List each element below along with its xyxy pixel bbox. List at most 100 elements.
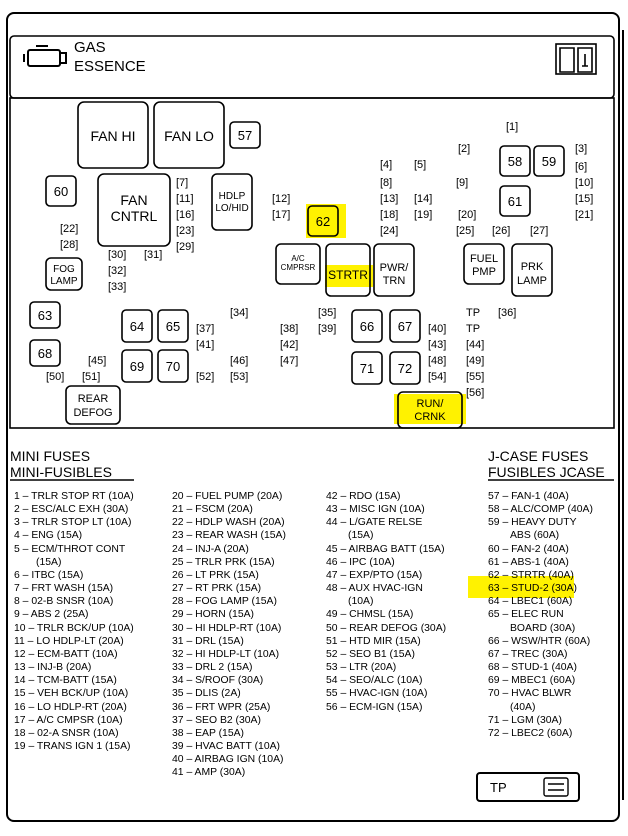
label-ac-2: CMPRSR: [281, 263, 316, 272]
jcase-61: [499, 185, 531, 217]
label-pwr-2: TRN: [383, 275, 406, 287]
label-fog-2: LAMP: [50, 276, 78, 287]
jcase-57: [229, 121, 261, 149]
legend-entry: 69 – MBEC1 (60A): [488, 675, 576, 687]
jcase-58: [499, 145, 531, 177]
highlight-62: [306, 204, 346, 238]
slot-label-12: [12]: [272, 193, 290, 205]
legend-entry: 59 – HEAVY DUTY: [488, 517, 577, 529]
legend-entry: 7 – FRT WASH (15A): [14, 583, 114, 595]
label-prk-1: PRK: [521, 261, 544, 273]
fuse-panel-frame: [6, 12, 620, 822]
legend-entry: 52 – SEO B1 (15A): [326, 648, 415, 660]
legend-entry: 53 – LTR (20A): [326, 662, 397, 674]
slot-label-5: [5]: [414, 159, 426, 171]
slot-label-53: [53]: [230, 371, 248, 383]
slot-label-48: [48]: [428, 355, 446, 367]
relay-fan-hi: [77, 101, 149, 169]
label-rear-1: REAR: [78, 393, 109, 405]
slot-label-3: [3]: [575, 143, 587, 155]
highlight-run-crnk: [394, 394, 466, 424]
slot-label-33: [33]: [108, 281, 126, 293]
legend-entry: 63 – STUD-2 (30A): [488, 583, 577, 595]
tp-box: [476, 772, 580, 802]
slot-label-32: [32]: [108, 265, 126, 277]
label-pwr-1: PWR/: [380, 262, 410, 274]
jcase-66: [351, 309, 383, 343]
legend-entry: 8 – 02-B SNSR (10A): [14, 596, 114, 608]
legend-entry: 67 – TREC (30A): [488, 648, 568, 660]
legend-entry: 35 – DLIS (2A): [172, 688, 241, 700]
slot-label-7: [7]: [176, 177, 188, 189]
jcase-59: [533, 145, 565, 177]
slot-label-47: [47]: [280, 355, 298, 367]
legend-entry: 49 – CHMSL (15A): [326, 609, 414, 621]
jcase-65: [157, 309, 189, 343]
legend-entry: 42 – RDO (15A): [326, 491, 401, 502]
highlight-legend-62: [468, 576, 574, 598]
label-fan-cntrl-2: CNTRL: [111, 208, 158, 224]
jcase-70: [157, 349, 189, 383]
legend-entry: 72 – LBEC2 (60A): [488, 727, 573, 739]
slot-label-21: [21]: [575, 209, 593, 221]
label-fuel-1: FUEL: [470, 253, 498, 265]
label-fan-hi: FAN HI: [90, 128, 135, 144]
legend-entry: (15A): [348, 530, 374, 542]
legend-column-1: 1 – TRLR STOP RT (10A)2 – ESC/ALC EXH (3…: [14, 490, 134, 753]
slot-label-34: [34]: [230, 307, 248, 319]
legend-entry: 41 – AMP (30A): [172, 767, 246, 779]
legend-entry: 6 – ITBC (15A): [14, 569, 84, 581]
label-fan-lo: FAN LO: [164, 128, 214, 144]
legend-entry: 21 – FSCM (20A): [172, 504, 253, 516]
legend-entry: 39 – HVAC BATT (10A): [172, 740, 280, 752]
relay-run-crnk: [397, 391, 463, 429]
label-fog-1: FOG: [53, 264, 75, 275]
legend-entry: 36 – FRT WPR (25A): [172, 701, 271, 713]
slot-label-9: [9]: [456, 177, 468, 189]
legend-entry: 11 – LO HDLP-LT (20A): [14, 635, 124, 647]
relay-fan-cntrl: [97, 173, 171, 247]
legend-entry: 9 – ABS 2 (25A): [14, 609, 89, 621]
slot-label-14: [14]: [414, 193, 432, 205]
slot-label-45: [45]: [88, 355, 106, 367]
legend-entry: 62 – STRTR (40A): [488, 569, 574, 581]
jcase-60: [45, 175, 77, 207]
relay-strtr: [325, 243, 371, 297]
legend-entry: 45 – AIRBAG BATT (15A): [326, 543, 445, 555]
num-69: 69: [130, 359, 144, 374]
legend-entry: ABS (60A): [510, 530, 560, 542]
jcase-68: [29, 339, 61, 367]
fuse-block-outline: [9, 97, 615, 429]
legend-column-2: 20 – FUEL PUMP (20A)21 – FSCM (20A)22 – …: [172, 490, 286, 779]
legend-entry: 31 – DRL (15A): [172, 635, 244, 647]
legend-entry: 43 – MISC IGN (10A): [326, 504, 425, 516]
num-60: 60: [54, 184, 68, 199]
label-fuel-2: PMP: [472, 266, 496, 278]
relay-fog-lamp: [45, 257, 83, 291]
slot-label-31: [31]: [144, 249, 162, 261]
legend-entry: 22 – HDLP WASH (20A): [172, 517, 285, 529]
tp-label: TP: [490, 780, 507, 795]
num-59: 59: [542, 154, 556, 169]
legend-entry: (10A): [348, 596, 374, 608]
slot-label-49: [49]: [466, 355, 484, 367]
legend-entry: 13 – INJ-B (20A): [14, 662, 92, 674]
legend-entry: 60 – FAN-2 (40A): [488, 543, 569, 555]
legend-entry: 3 – TRLR STOP LT (10A): [14, 517, 132, 529]
label-fan-cntrl-1: FAN: [120, 192, 147, 208]
legend-entry: 46 – IPC (10A): [326, 556, 395, 568]
slot-label-2: [2]: [458, 143, 470, 155]
relay-fuel-pmp: [463, 243, 505, 285]
slot-label-20: [20]: [458, 209, 476, 221]
relay-rear-defog: [65, 385, 121, 425]
jcase-72: [389, 351, 421, 385]
legend-entry: 10 – TRLR BCK/UP (10A): [14, 622, 134, 634]
slot-label-24: [24]: [380, 225, 398, 237]
legend-entry: 54 – SEO/ALC (10A): [326, 675, 423, 687]
slot-label-54: [54]: [428, 371, 446, 383]
slot-label-35: [35]: [318, 307, 336, 319]
jcase-64: [121, 309, 153, 343]
slot-label-19: [19]: [414, 209, 432, 221]
label-hdlp-2: LO/HID: [215, 203, 248, 214]
num-62: 62: [316, 214, 330, 229]
